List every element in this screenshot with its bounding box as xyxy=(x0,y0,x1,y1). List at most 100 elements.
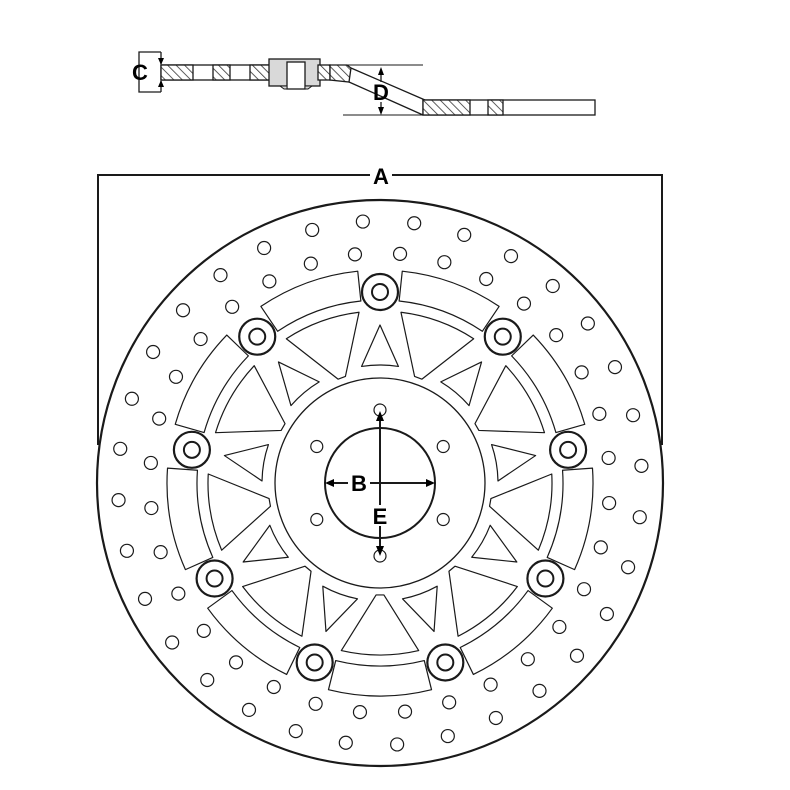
floating-button-rivet xyxy=(559,440,578,459)
vent-hole xyxy=(303,256,318,271)
carrier-triangle xyxy=(490,443,537,482)
floating-button xyxy=(426,643,465,682)
carrier-band xyxy=(511,334,586,434)
vent-hole xyxy=(165,635,180,650)
vent-hole xyxy=(338,735,353,750)
mounting-hole xyxy=(310,439,324,454)
vent-hole xyxy=(442,695,457,710)
carrier-cutout xyxy=(474,365,546,434)
floating-button-rivet xyxy=(436,653,455,672)
vent-hole xyxy=(593,540,608,555)
carrier-triangle xyxy=(401,585,438,633)
vent-hole xyxy=(168,369,184,384)
mounting-hole xyxy=(436,439,450,454)
vent-hole xyxy=(193,331,208,347)
vent-hole xyxy=(503,249,519,264)
carrier-triangle xyxy=(322,585,359,633)
vent-hole xyxy=(119,543,135,558)
vent-hole xyxy=(113,441,128,456)
floating-button xyxy=(238,317,277,356)
vent-hole xyxy=(634,458,649,473)
carrier-cutout xyxy=(242,565,312,637)
vent-hole xyxy=(625,408,641,423)
vent-hole xyxy=(545,278,560,294)
vent-hole xyxy=(632,510,647,525)
carrier xyxy=(166,270,594,697)
vent-hole xyxy=(143,455,158,471)
carrier-band xyxy=(260,270,362,332)
carrier-triangle xyxy=(360,324,400,368)
vent-hole xyxy=(520,652,535,667)
floating-button xyxy=(172,430,212,469)
carrier-band xyxy=(398,270,500,332)
vent-hole xyxy=(305,222,320,238)
vent-hole xyxy=(347,247,363,262)
vent-hole xyxy=(355,214,370,229)
carrier-band xyxy=(166,467,214,571)
vent-hole xyxy=(574,365,589,380)
floating-button-rivet xyxy=(205,569,224,588)
vent-hole xyxy=(457,227,472,243)
mounting-hole xyxy=(310,512,324,527)
vent-hole xyxy=(602,495,617,511)
floating-button-rivet xyxy=(536,569,555,588)
vent-hole xyxy=(552,619,567,635)
vent-hole xyxy=(152,411,167,426)
vent-hole xyxy=(144,500,159,516)
vent-hole xyxy=(171,586,186,601)
vent-hole xyxy=(437,255,452,270)
vent-hole xyxy=(288,723,303,739)
label-a: A xyxy=(373,164,389,189)
floating-button-rivet xyxy=(305,653,324,672)
floating-button-rivet xyxy=(182,440,201,459)
vent-hole xyxy=(607,360,623,375)
vent-hole xyxy=(488,710,503,726)
vent-hole xyxy=(257,240,272,256)
friction-ring-inner-section xyxy=(160,64,278,81)
floating-button xyxy=(195,559,234,598)
vent-hole xyxy=(407,216,422,231)
floating-button xyxy=(295,643,334,682)
vent-hole xyxy=(601,450,616,466)
vent-hole xyxy=(124,391,140,406)
carrier-triangle xyxy=(223,443,270,482)
carrier-band xyxy=(546,467,594,571)
cross-section: C xyxy=(132,51,596,116)
vent-hole xyxy=(175,303,191,318)
friction-ring-outer-section xyxy=(422,99,596,116)
mounting-holes xyxy=(310,403,450,563)
floating-button-section xyxy=(268,58,321,90)
hub-ring xyxy=(274,377,486,589)
carrier-triangle xyxy=(440,361,483,407)
carrier-cutout xyxy=(448,565,518,637)
dimension-a: A xyxy=(97,164,663,445)
label-c: C xyxy=(132,60,148,85)
mounting-hole xyxy=(436,512,450,527)
carrier-band xyxy=(459,589,553,676)
vent-hole xyxy=(592,406,607,421)
vent-hole xyxy=(569,648,585,663)
vent-hole xyxy=(479,271,494,287)
vent-hole xyxy=(580,316,595,331)
floating-button xyxy=(526,559,565,598)
floating-button xyxy=(548,430,588,469)
vent-hole xyxy=(262,274,277,289)
vent-hole xyxy=(352,705,368,720)
dimension-d: D xyxy=(373,67,389,115)
vent-hole xyxy=(390,737,405,752)
vent-hole xyxy=(200,672,215,688)
brake-disc: B E xyxy=(95,198,665,768)
carrier-section xyxy=(317,64,426,116)
carrier-band xyxy=(207,589,301,676)
ventilation-holes xyxy=(111,214,649,752)
carrier-cutout xyxy=(340,594,420,656)
vent-hole xyxy=(153,545,168,560)
carrier-cutout xyxy=(488,473,553,551)
carrier-triangle xyxy=(277,361,320,407)
vent-hole xyxy=(549,328,564,343)
vent-hole xyxy=(225,299,240,314)
vent-hole xyxy=(620,560,636,575)
carrier-triangle xyxy=(242,524,289,563)
vent-hole xyxy=(516,296,532,311)
